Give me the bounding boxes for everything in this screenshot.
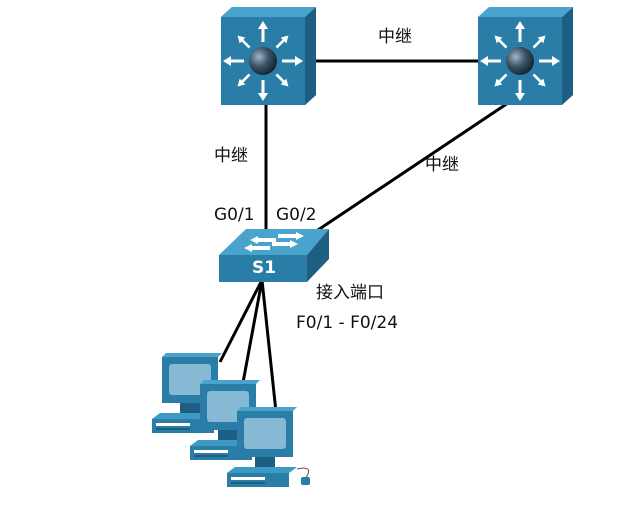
access-port-range: F0/1 - F0/24 bbox=[296, 313, 399, 333]
pc-icon bbox=[227, 407, 310, 487]
pc-3[interactable] bbox=[227, 407, 310, 487]
trunk-label-top: 中继 bbox=[378, 27, 412, 47]
multilayer-switch-icon bbox=[480, 21, 560, 101]
access-line-2 bbox=[240, 279, 264, 389]
access-switch-s1[interactable] bbox=[219, 229, 329, 282]
switch-name-s1: S1 bbox=[252, 258, 277, 278]
trunk-line-right bbox=[311, 95, 518, 236]
access-line-1 bbox=[218, 279, 264, 363]
port-label-g0-2: G0/2 bbox=[276, 205, 317, 225]
multilayer-switch-right[interactable] bbox=[469, 7, 573, 112]
multilayer-switch-left[interactable] bbox=[212, 7, 316, 112]
multilayer-switch-icon bbox=[223, 21, 303, 101]
trunk-label-right: 中继 bbox=[425, 155, 459, 175]
trunk-label-left: 中继 bbox=[214, 146, 248, 166]
access-port-label: 接入端口 bbox=[316, 283, 384, 303]
port-label-g0-1: G0/1 bbox=[214, 205, 255, 225]
access-line-3 bbox=[260, 279, 278, 413]
workgroup-switch-icon bbox=[244, 232, 304, 252]
links bbox=[218, 59, 518, 413]
